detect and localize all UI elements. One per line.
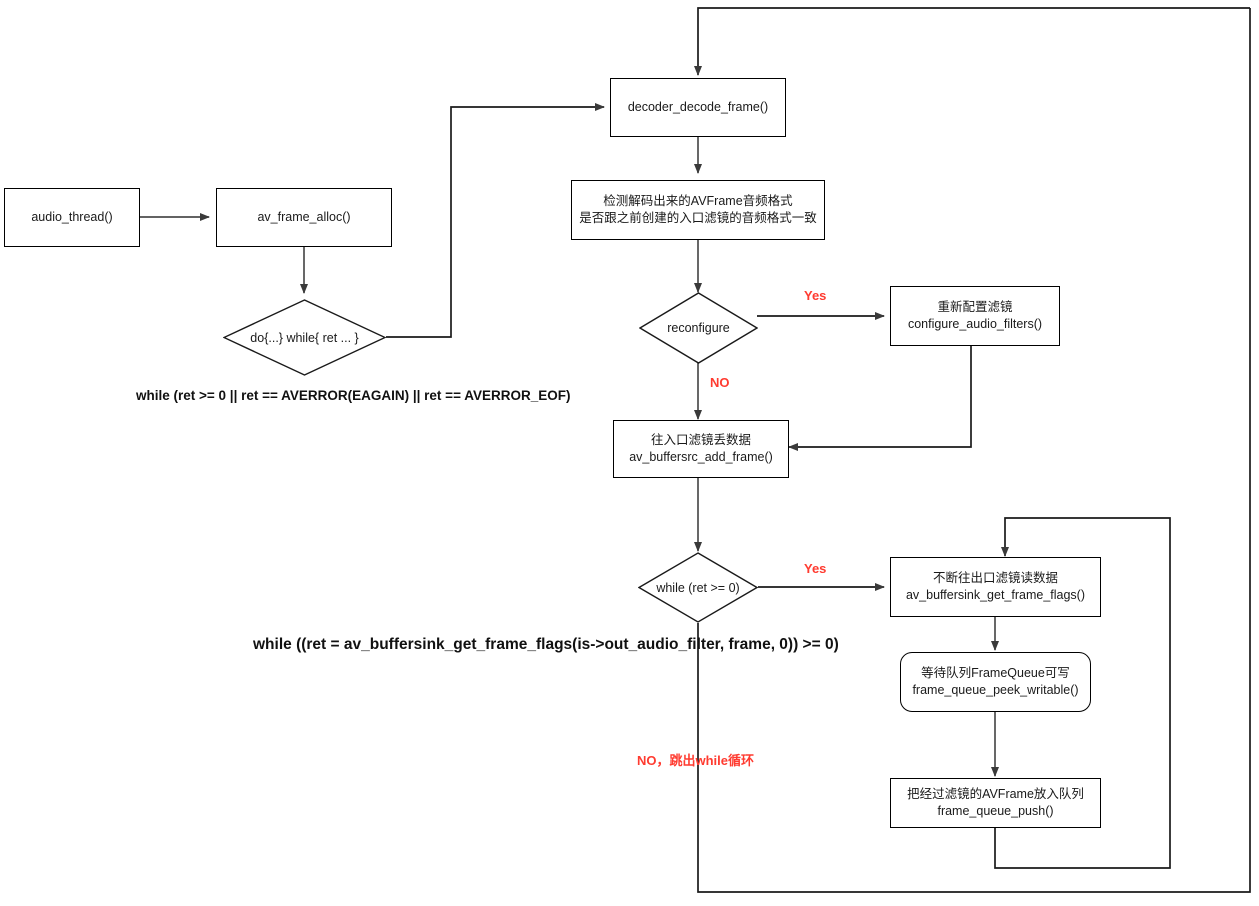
edge-label-reconfigure-yes: Yes — [804, 288, 827, 303]
node-check-frame-format-line2: 是否跟之前创建的入口滤镜的音频格式一致 — [579, 211, 817, 225]
node-av-buffersrc-add-frame-line2: av_buffersrc_add_frame() — [629, 450, 773, 464]
node-frame-queue-push[interactable]: 把经过滤镜的AVFrame放入队列 frame_queue_push() — [890, 778, 1101, 828]
node-frame-queue-push-line1: 把经过滤镜的AVFrame放入队列 — [907, 787, 1084, 802]
node-av-buffersrc-add-frame-line1: 往入口滤镜丢数据 — [650, 433, 751, 448]
node-frame-queue-peek-writable-line1: 等待队列FrameQueue可写 — [921, 666, 1070, 681]
edge-label-while-no: NO，跳出while循环 — [637, 753, 755, 768]
node-configure-audio-filters-line2: configure_audio_filters() — [907, 317, 1043, 331]
node-decoder-decode-frame[interactable]: decoder_decode_frame() — [610, 78, 786, 137]
node-av-buffersink-get-frame-flags-line2: av_buffersink_get_frame_flags() — [905, 588, 1086, 602]
node-check-frame-format[interactable]: 检测解码出来的AVFrame音频格式 是否跟之前创建的入口滤镜的音频格式一致 — [571, 180, 825, 240]
node-av-frame-alloc[interactable]: av_frame_alloc() — [216, 188, 392, 247]
node-frame-queue-push-line2: frame_queue_push() — [937, 804, 1054, 818]
node-av-buffersink-get-frame-flags-line1: 不断往出口滤镜读数据 — [932, 571, 1058, 586]
node-av-buffersink-get-frame-flags[interactable]: 不断往出口滤镜读数据 av_buffersink_get_frame_flags… — [890, 557, 1101, 617]
edge-while-no-outerloop — [697, 8, 1251, 893]
reconfigure-diamond-shape — [639, 292, 758, 364]
edge-label-reconfigure-no: NO — [710, 375, 730, 390]
node-configure-audio-filters[interactable]: 重新配置滤镜 configure_audio_filters() — [890, 286, 1060, 346]
node-av-buffersrc-add-frame[interactable]: 往入口滤镜丢数据 av_buffersrc_add_frame() — [613, 420, 789, 478]
node-reconfigure-label: reconfigure — [667, 321, 730, 335]
node-frame-queue-peek-writable-line2: frame_queue_peek_writable() — [912, 683, 1079, 697]
edge-outerloop-to-decoder — [694, 7, 1250, 76]
node-reconfigure-decision[interactable]: reconfigure — [639, 292, 758, 364]
node-audio-thread[interactable]: audio_thread() — [4, 188, 140, 247]
node-check-frame-format-line1: 检测解码出来的AVFrame音频格式 — [603, 194, 793, 209]
edge-dowhile-to-decoder — [386, 103, 605, 338]
node-do-while-decision[interactable]: do{...} while{ ret ... } — [223, 299, 386, 376]
node-av-frame-alloc-line1: av_frame_alloc() — [257, 210, 351, 225]
note-do-while-condition: while (ret >= 0 || ret == AVERROR(EAGAIN… — [136, 388, 571, 403]
node-do-while-label: do{...} while{ ret ... } — [250, 330, 359, 345]
edge-label-while-yes: Yes — [804, 561, 827, 576]
edge-configure-to-buffersrc — [788, 346, 972, 451]
node-while-ret-label: while (ret >= 0) — [656, 580, 740, 595]
node-while-ret-decision[interactable]: while (ret >= 0) — [638, 552, 758, 623]
note-buffersink-condition: while ((ret = av_buffersink_get_frame_fl… — [253, 636, 839, 653]
do-while-diamond-shape — [223, 299, 386, 376]
node-decoder-decode-frame-line1: decoder_decode_frame() — [627, 100, 769, 115]
edge-innerloop-back — [994, 517, 1171, 869]
node-frame-queue-peek-writable[interactable]: 等待队列FrameQueue可写 frame_queue_peek_writab… — [900, 652, 1091, 712]
node-configure-audio-filters-line1: 重新配置滤镜 — [937, 300, 1013, 315]
while-ret-diamond-shape — [638, 552, 758, 623]
node-audio-thread-line1: audio_thread() — [31, 210, 113, 225]
